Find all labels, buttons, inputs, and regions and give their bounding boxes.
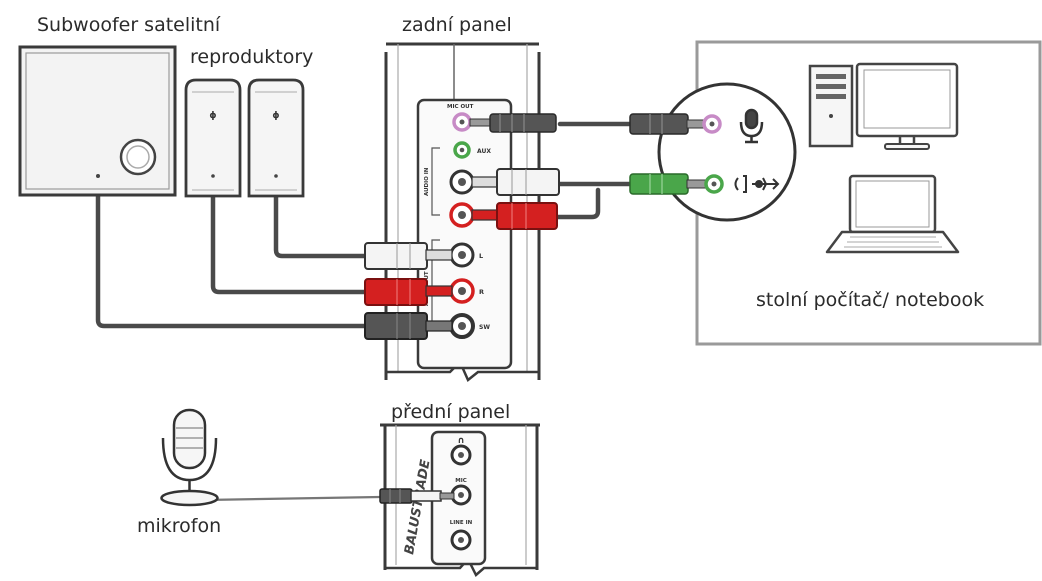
plug-out-right-red (364, 278, 453, 306)
plug-audio-in-red (471, 202, 558, 230)
microphone-label: mikrofon (137, 515, 221, 537)
svg-text:ϕ: ϕ (209, 111, 216, 121)
laptop-icon (825, 174, 960, 254)
label-aux: AUX (477, 148, 491, 155)
label-sw: SW (479, 324, 490, 331)
front-panel-label: přední panel (391, 401, 510, 423)
satellites-label: reproduktory (190, 46, 313, 68)
line-out-icon (734, 175, 780, 193)
rear-port-out-left (449, 242, 475, 268)
satellite-left-cable (273, 172, 368, 259)
satellite-speaker-left: ϕ (184, 78, 242, 198)
plug-audio-in-white (471, 168, 560, 196)
zoom-circle (629, 82, 797, 222)
satellite-speaker-icon (247, 78, 305, 198)
rear-port-out-sw (449, 313, 475, 339)
brand-label: BALUSTRADE (402, 458, 433, 555)
rear-port-audio-in-red (449, 202, 475, 228)
label-audio-in: AUDIO IN (424, 167, 430, 196)
subwoofer-cable (95, 172, 368, 329)
headphone-icon: ∩ (457, 436, 464, 446)
computer-label: stolní počítač/ notebook (756, 289, 984, 311)
microphone-cable (203, 495, 382, 502)
rear-port-aux (453, 141, 471, 159)
rear-port-plate (416, 98, 513, 370)
label-mic-out: MIC OUT (447, 104, 474, 110)
satellite-right-cable (210, 172, 368, 295)
cables (95, 121, 635, 502)
computer-plug-line-out (629, 173, 724, 195)
speaker-cabinet-icon (18, 45, 177, 197)
front-panel: BALUSTRADE ∩ MIC LINE IN (379, 423, 540, 578)
label-front-line-in: LINE IN (450, 520, 473, 526)
svg-text:ϕ: ϕ (272, 111, 279, 121)
plug-front-mic (379, 488, 455, 504)
desktop-computer-icon (808, 62, 959, 150)
label-right: R (479, 288, 484, 296)
microphone-icon (160, 408, 219, 507)
subwoofer (18, 45, 177, 197)
label-left: L (479, 252, 483, 260)
audio-in-cable-bottom (553, 187, 601, 220)
rear-port-out-right (449, 278, 475, 304)
rear-port-mic-out (452, 112, 472, 132)
plug-out-sw-black (364, 312, 453, 340)
front-port-mic (450, 484, 472, 506)
plug-mic-out (469, 113, 557, 133)
microphone (160, 408, 219, 507)
microphone-icon (739, 108, 764, 144)
satellite-speaker-icon (184, 78, 242, 198)
rear-port-audio-in-white (449, 169, 475, 195)
plug-out-left-white (364, 242, 453, 270)
front-port-headphone (450, 444, 472, 466)
subwoofer-knob (119, 138, 157, 176)
front-port-line-in (450, 529, 472, 551)
satellite-speaker-right: ϕ (247, 78, 305, 198)
subwoofer-label: Subwoofer satelitní (37, 14, 221, 36)
computer-plug-mic (629, 113, 722, 135)
label-front-mic: MIC (455, 478, 467, 484)
rear-panel-label: zadní panel (402, 14, 512, 36)
